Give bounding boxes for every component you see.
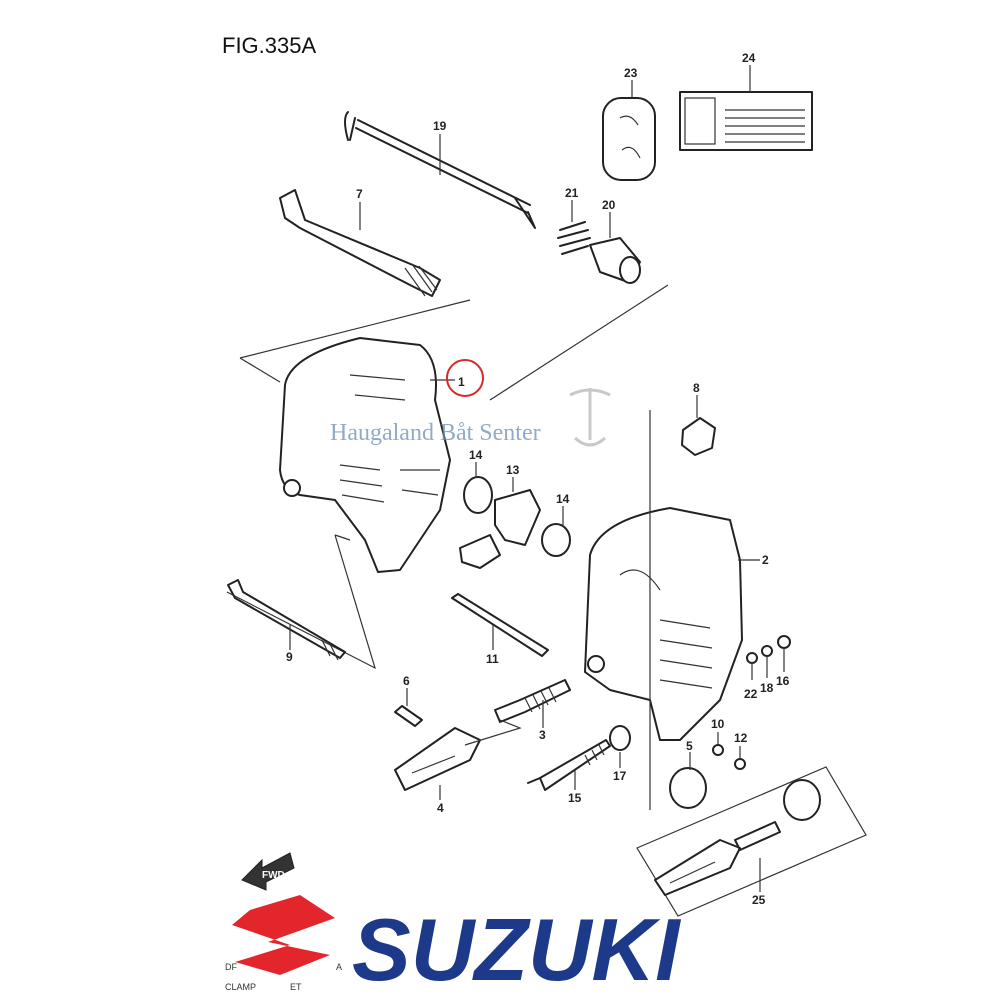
label-6: 6 [403,674,410,688]
label-10: 10 [711,717,725,731]
label-18: 18 [760,681,774,695]
label-17: 17 [613,769,627,783]
part-8-nut [681,417,716,456]
figure-caption: DF A CLAMP ET [225,962,342,992]
part-25-clamp-screw-assembly [636,766,867,917]
fwd-arrow-icon: FWD [241,852,295,891]
label-12: 12 [734,731,748,745]
part-3-adjust-screw [494,679,571,723]
part-9-long-bolt [227,579,346,661]
part-10-nut [712,744,724,756]
figure-title: FIG.335A [222,33,316,58]
part-14-bushing-right [541,523,571,557]
part-19-tilt-rod [344,111,536,229]
part-5-pad-disc [669,767,707,809]
caption-line2: CLAMP [225,982,256,992]
part-21-spring [557,221,591,255]
caption-line1-suffix: A [336,962,342,972]
label-1: 1 [458,375,465,389]
part-7-threaded-shaft [279,189,441,297]
part-23-sticker [602,97,656,181]
part-12-nut [734,758,746,770]
brand-wordmark: SUZUKI [352,900,681,999]
label-14a: 14 [469,448,483,462]
label-21: 21 [565,186,579,200]
label-24: 24 [742,51,756,65]
part-labels: 1 2 3 4 5 6 7 8 9 10 11 12 13 14 14 15 1… [286,51,790,907]
part-22-spacer [746,652,758,664]
part-17-washer [609,725,631,751]
part-4-clamp-pad [394,727,481,791]
label-14b: 14 [556,492,570,506]
label-16: 16 [776,674,790,688]
caption-line2-suffix: ET [290,982,302,992]
part-15-bolt [527,739,611,791]
label-8: 8 [693,381,700,395]
label-22: 22 [744,687,758,701]
part-24-warning-label [679,91,813,151]
label-3: 3 [539,728,546,742]
label-7: 7 [356,187,363,201]
part-11-rod [451,593,549,657]
watermark-text: Haugaland Båt Senter [330,420,541,446]
fwd-arrow-text: FWD [262,870,285,881]
caption-line1: DF [225,962,237,972]
label-20: 20 [602,198,616,212]
part-20-lock-pin [589,237,641,284]
label-9: 9 [286,650,293,664]
label-4: 4 [437,801,444,815]
suzuki-logo-icon [232,895,335,975]
label-5: 5 [686,739,693,753]
part-6-pin [394,705,423,727]
part-1-clamp-bracket [279,337,451,573]
part-16-nut [777,635,791,649]
part-13-lever [459,489,541,569]
highlight-circle [446,359,484,397]
label-23: 23 [624,66,638,80]
part-18-washer [761,645,773,657]
label-25: 25 [752,893,766,907]
label-13: 13 [506,463,520,477]
part-2-clamp-bracket [584,507,743,741]
label-2: 2 [762,553,769,567]
watermark: Haugaland Båt Senter [330,388,611,447]
part-14-bushing-left [463,476,493,514]
label-19: 19 [433,119,447,133]
label-11: 11 [486,652,499,666]
label-15: 15 [568,791,582,805]
